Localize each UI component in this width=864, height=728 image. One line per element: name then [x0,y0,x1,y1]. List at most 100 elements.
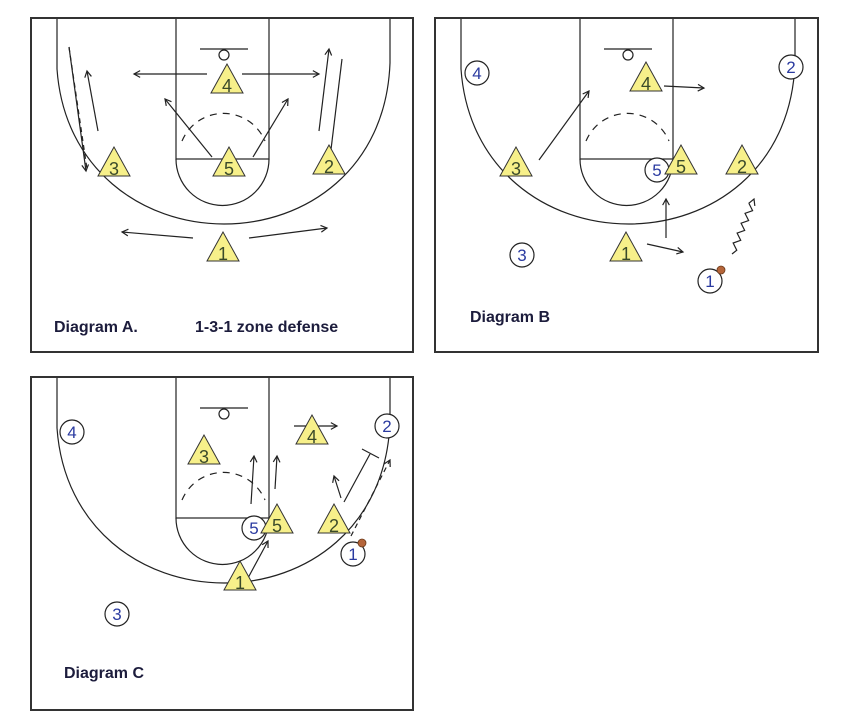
arrow-head-icon [132,70,141,78]
arrow-head-icon [748,197,756,207]
movement-arrow [164,98,213,158]
arrow-head-icon [81,164,90,173]
dribble-squiggle [731,203,754,255]
defender-4: 4 [629,60,663,94]
diagram-c-caption: Diagram C [64,665,145,682]
movement-arrow [333,475,342,499]
svg-text:4: 4 [641,74,651,94]
arrow-head-icon [320,224,329,233]
arrow-head-icon [249,454,258,463]
offense-player-1: 1 [340,541,366,567]
defender-5: 5 [212,145,246,179]
movement-arrow [247,540,269,579]
basketball-icon [716,265,726,275]
svg-text:3: 3 [199,447,209,467]
defender-1: 1 [223,559,257,593]
movement-arrow [274,455,278,490]
diagram-a-subtitle: 1-3-1 zone defense [195,319,339,336]
offense-player-5: 5 [241,515,267,541]
defender-5: 5 [260,502,294,536]
movement-arrow [248,227,328,239]
svg-text:1: 1 [218,244,228,264]
movement-arrow [121,231,194,239]
movement-arrow [663,85,705,89]
svg-text:5: 5 [652,161,661,180]
court-b-svg: 4 2 5 3 1 4 5 3 2 1 [460,19,804,294]
defender-3: 3 [97,145,131,179]
movement-arrow [318,48,330,132]
svg-text:3: 3 [517,246,526,265]
screen-line [343,453,371,503]
arrow-head-icon [324,47,333,56]
movement-arrow [646,243,684,253]
movement-arrow [252,98,289,158]
svg-text:3: 3 [112,605,121,624]
arrow-head-icon [330,422,339,430]
offense-player-2: 2 [778,54,804,80]
defender-1: 1 [206,230,240,264]
defender-1: 1 [609,230,643,264]
arrow-head-icon [582,89,590,99]
defender-2: 2 [312,143,346,177]
svg-text:1: 1 [235,573,245,593]
svg-text:2: 2 [786,58,795,77]
arrow-head-icon [261,539,269,549]
offense-player-5: 5 [644,157,670,183]
offense-player-3: 3 [104,601,130,627]
svg-text:2: 2 [382,417,391,436]
svg-text:2: 2 [737,157,747,177]
arrow-head-icon [84,69,92,78]
movement-arrow [86,70,99,132]
svg-text:5: 5 [249,519,258,538]
arrow-head-icon [332,474,340,483]
defender-3: 3 [187,433,221,467]
movement-arrow [538,90,590,161]
arrow-head-icon [164,98,172,106]
diagram-b-panel: 4 2 5 3 1 4 5 3 2 1 Diagram B [434,17,819,353]
diagram-b-caption: Diagram B [470,309,551,326]
svg-text:2: 2 [324,157,334,177]
court-a-svg: 4 5 3 2 1 [56,19,391,264]
screen-bar [361,448,380,459]
svg-text:5: 5 [224,159,234,179]
defender-4: 4 [295,413,329,447]
defender-5: 5 [664,143,698,177]
svg-text:4: 4 [67,423,76,442]
defender-2: 2 [725,143,759,177]
defender-3: 3 [499,145,533,179]
svg-text:3: 3 [511,159,521,179]
offense-player-4: 4 [464,60,490,86]
offense-player-4: 4 [59,419,85,445]
svg-text:4: 4 [222,76,232,96]
arrow-head-icon [120,228,129,237]
arrow-head-icon [697,83,706,92]
svg-text:4: 4 [472,64,481,83]
svg-text:3: 3 [109,159,119,179]
arrow-head-icon [676,246,685,255]
svg-text:4: 4 [307,427,317,447]
offense-player-2: 2 [374,413,400,439]
arrow-head-icon [662,197,670,206]
arrow-head-icon [383,458,391,468]
movement-arrow [250,455,255,505]
svg-text:1: 1 [705,272,714,291]
svg-text:1: 1 [348,545,357,564]
diagram-a-panel: 4 5 3 2 1 Diagram A. 1-3-1 zone defense [30,17,414,353]
defender-4: 4 [210,62,244,96]
court-lines [56,19,391,225]
diagram-a-caption: Diagram A. [54,319,138,336]
court-lines [460,19,796,225]
svg-text:1: 1 [621,244,631,264]
movement-arrow [68,46,87,172]
svg-text:2: 2 [329,516,339,536]
arrow-head-icon [272,454,281,463]
svg-text:5: 5 [272,516,282,536]
defender-2: 2 [317,502,351,536]
arrow-head-icon [281,97,289,107]
basketball-icon [357,538,367,548]
court-lines [56,378,391,584]
offense-player-3: 3 [509,242,535,268]
offense-player-1: 1 [697,268,723,294]
